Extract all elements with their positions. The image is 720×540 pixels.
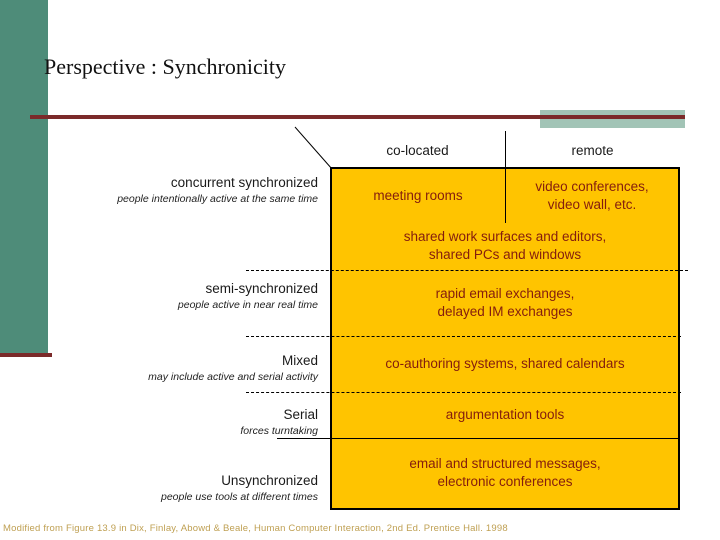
cell-video-conferences: video conferences, video wall, etc. xyxy=(535,178,649,212)
cell-shared-work-surfaces: shared work surfaces and editors, shared… xyxy=(403,229,607,262)
cell-email-structured-messages: email and structured messages, electroni… xyxy=(409,456,601,489)
row-label-sub: may include active and serial activity xyxy=(148,371,318,384)
row-divider-dashed-3 xyxy=(246,392,681,393)
row-label-sub: people use tools at different times xyxy=(160,491,318,504)
row-label-unsynchronized: Unsynchronized people use tools at diffe… xyxy=(8,473,318,505)
row-label-serial: Serial forces turntaking xyxy=(8,407,318,439)
row-label-concurrent: concurrent synchronized people intention… xyxy=(8,175,318,207)
slide-title: Perspective : Synchronicity xyxy=(44,54,286,79)
row-label-mixed: Mixed may include active and serial acti… xyxy=(8,353,318,385)
column-divider-line xyxy=(505,131,506,223)
source-caption: Modified from Figure 13.9 in Dix, Finlay… xyxy=(3,523,508,534)
row-divider-dashed-1 xyxy=(246,270,688,271)
row-label-main: concurrent synchronized xyxy=(170,175,318,190)
cell-meeting-rooms: meeting rooms xyxy=(373,187,463,203)
row-divider-solid-serial xyxy=(277,438,680,439)
cell-rapid-email-exchanges: rapid email exchanges, delayed IM exchan… xyxy=(435,286,575,319)
column-header-colocated: co-located xyxy=(386,143,449,158)
teal-accent-bar xyxy=(540,110,685,128)
row-label-main: Mixed xyxy=(281,353,318,368)
maroon-title-rule xyxy=(30,115,685,119)
row-label-sub: people intentionally active at the same … xyxy=(117,193,318,206)
row-label-sub: people active in near real time xyxy=(177,299,318,312)
left-green-bar xyxy=(0,0,48,357)
column-header-remote: remote xyxy=(571,143,614,158)
matrix-gold-box xyxy=(330,167,680,510)
row-divider-dashed-2 xyxy=(246,336,681,337)
row-label-main: Serial xyxy=(283,407,318,422)
cell-argumentation-tools: argumentation tools xyxy=(445,407,565,423)
row-label-semi-synchronized: semi-synchronized people active in near … xyxy=(8,281,318,313)
cell-coauthoring-systems: co-authoring systems, shared calendars xyxy=(385,356,625,372)
maroon-sidebar-rule xyxy=(0,353,52,357)
row-label-main: semi-synchronized xyxy=(205,281,318,296)
row-label-main: Unsynchronized xyxy=(221,473,318,488)
row-label-sub: forces turntaking xyxy=(240,425,318,438)
diagonal-axis-line xyxy=(294,126,333,170)
